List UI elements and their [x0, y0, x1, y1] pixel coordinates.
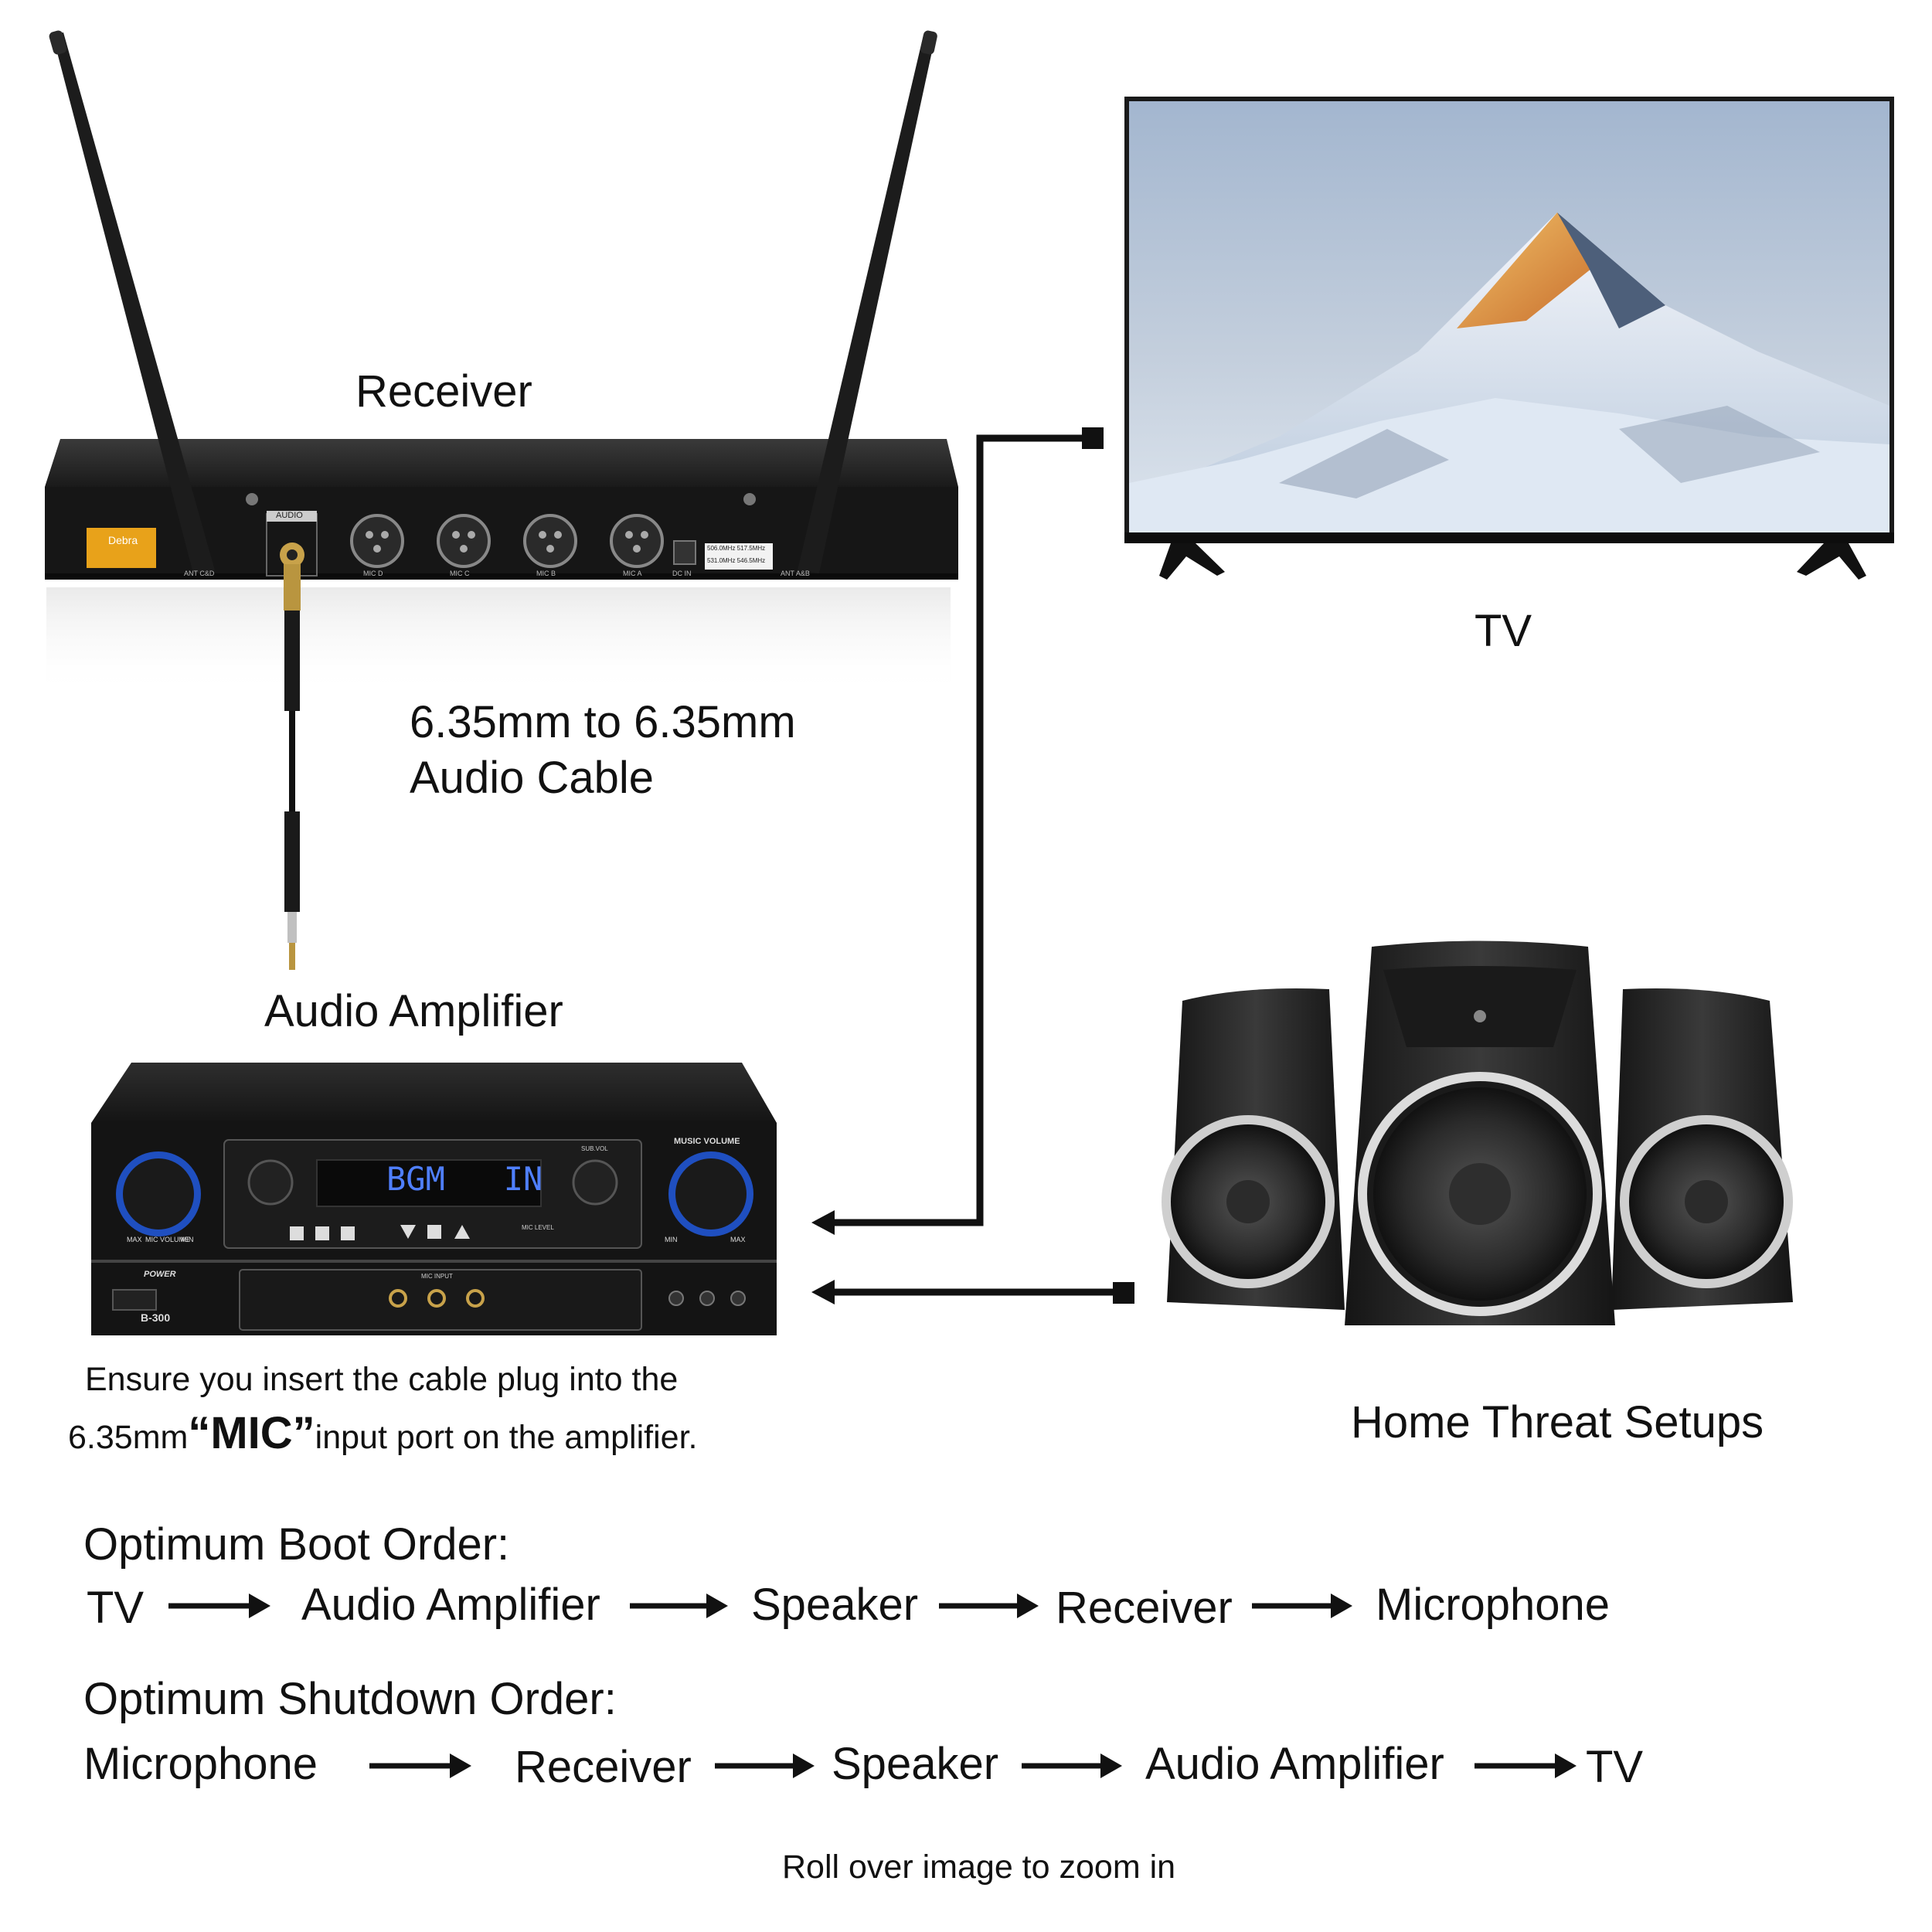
- amp-mic-volume-label: MIC VOLUME: [145, 1236, 190, 1243]
- amp-min-right: MIN: [665, 1236, 678, 1243]
- cable-label-line1: 6.35mm to 6.35mm: [410, 697, 796, 747]
- sub-knob-right: [572, 1159, 618, 1206]
- mic-input-1: [389, 1289, 407, 1308]
- amp-model-label: B-300: [141, 1311, 171, 1324]
- shutdown-step-tv: TV: [1586, 1742, 1644, 1792]
- receiver-freq-1: 506.0MHz 517.5MHz: [707, 545, 766, 552]
- amp-music-volume-label: MUSIC VOLUME: [674, 1137, 740, 1146]
- receiver-freq-2: 531.0MHz 546.5MHz: [707, 557, 766, 564]
- receiver-label-sticker: [87, 528, 156, 568]
- note-prefix: 6.35mm: [68, 1419, 189, 1456]
- receiver-port-label-mic-b: MIC B: [536, 570, 556, 577]
- amplifier-device: [85, 1063, 784, 1341]
- amp-sub-vol-label: SUB.VOL: [581, 1145, 608, 1152]
- power-button: [112, 1289, 157, 1311]
- shutdown-step-amplifier: Audio Amplifier: [1145, 1739, 1444, 1789]
- receiver-port-label-mic-c: MIC C: [450, 570, 470, 577]
- amp-mic-input-label: MIC INPUT: [421, 1273, 453, 1280]
- tv-stand-left: [1159, 543, 1225, 580]
- amplifier-label: Audio Amplifier: [264, 986, 563, 1036]
- note-line2: 6.35mm“MIC”input port on the amplifier.: [68, 1411, 697, 1456]
- receiver-device: [0, 0, 1005, 696]
- receiver-dc-label: DC IN: [672, 570, 692, 577]
- receiver-port-label-mic-a: MIC A: [623, 570, 642, 577]
- amplifier-display-text: BGM IN: [386, 1160, 543, 1198]
- note-mic-emphasis: “MIC”: [188, 1408, 315, 1458]
- sub-knob-left: [247, 1159, 294, 1206]
- receiver-port-label-mic-d: MIC D: [363, 570, 383, 577]
- note-suffix: input port on the amplifier.: [315, 1419, 698, 1456]
- tv-device: [1124, 97, 1897, 591]
- receiver-ant-left: ANT C&D: [184, 570, 215, 577]
- zoom-hint: Roll over image to zoom in: [782, 1849, 1176, 1886]
- tv-stand-right: [1797, 543, 1866, 580]
- cable-label-line2: Audio Cable: [410, 753, 654, 803]
- amp-min-left: MIN: [181, 1236, 194, 1243]
- speakers-device: [1151, 939, 1808, 1341]
- boot-order-title: Optimum Boot Order:: [83, 1519, 510, 1570]
- antenna-left: [53, 32, 215, 573]
- shutdown-order-title: Optimum Shutdown Order:: [83, 1674, 617, 1724]
- boot-step-tv: TV: [87, 1583, 145, 1633]
- amplifier-display: [316, 1159, 542, 1207]
- xlr-ports: [350, 514, 664, 568]
- boot-step-amplifier: Audio Amplifier: [301, 1580, 600, 1630]
- receiver-label: Receiver: [355, 366, 532, 417]
- boot-step-microphone: Microphone: [1376, 1580, 1611, 1630]
- amp-mic-level-label: MIC LEVEL: [522, 1224, 554, 1231]
- receiver-brand: Debra: [108, 534, 138, 546]
- shutdown-step-microphone: Microphone: [83, 1739, 318, 1789]
- mic-input-2: [427, 1289, 446, 1308]
- shutdown-step-receiver: Receiver: [515, 1742, 692, 1792]
- speakers-label: Home Threat Setups: [1351, 1397, 1764, 1447]
- amp-power-label: POWER: [144, 1270, 176, 1279]
- receiver-audio-tag: AUDIO: [276, 511, 303, 520]
- tv-label: TV: [1475, 606, 1532, 656]
- boot-step-receiver: Receiver: [1056, 1583, 1233, 1633]
- receiver-ant-right: ANT A&B: [781, 570, 810, 577]
- amp-max-right: MAX: [730, 1236, 746, 1243]
- amp-max-left: MAX: [127, 1236, 142, 1243]
- receiver-illustration: [45, 30, 958, 696]
- boot-step-speaker: Speaker: [751, 1580, 919, 1630]
- shutdown-step-speaker: Speaker: [832, 1739, 999, 1789]
- mic-input-3: [466, 1289, 485, 1308]
- note-line1: Ensure you insert the cable plug into th…: [85, 1361, 679, 1398]
